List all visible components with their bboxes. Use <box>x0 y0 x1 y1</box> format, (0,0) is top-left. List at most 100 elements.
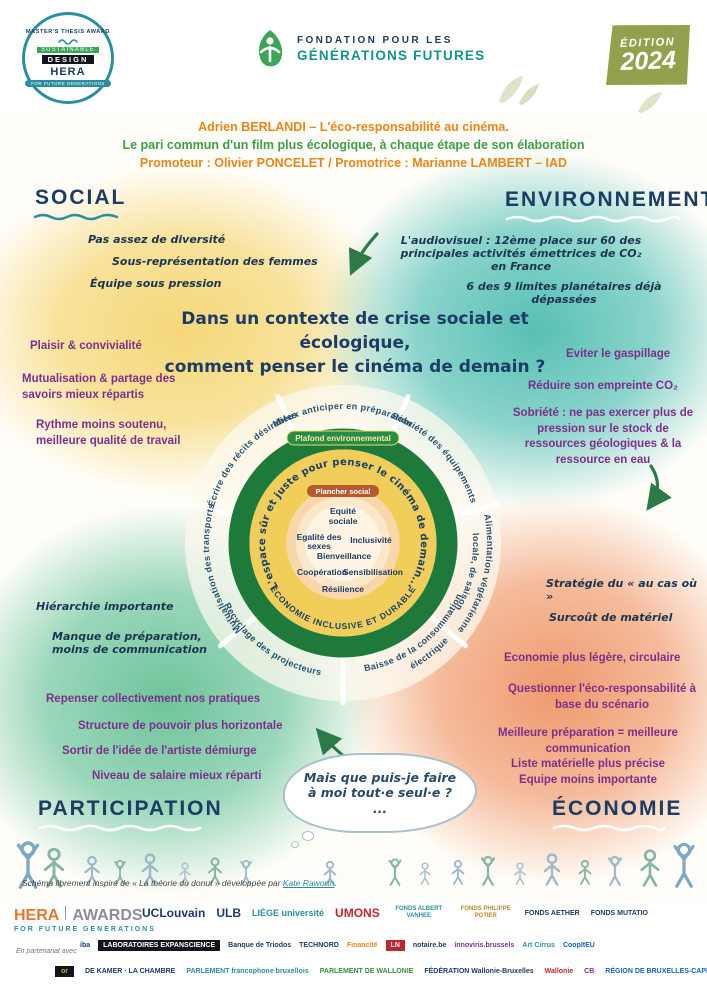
caption-text: Schéma librement inspiré de « La théorie… <box>22 878 283 888</box>
core-equite: Equité <box>330 506 356 516</box>
safe-space-ring <box>249 449 437 637</box>
badge-design-label: DESIGN <box>41 55 95 64</box>
partner-logo: FONDS MUTATIO <box>590 909 648 917</box>
economie-problem: Surcoût de matériel <box>549 611 673 624</box>
environnement-underline <box>505 215 681 223</box>
idea-text: Structure de pouvoir plus horizontale <box>78 720 283 732</box>
idea-text: Sortir de l'idée de l'artiste démiurge <box>62 745 257 757</box>
hera-award-badge: MASTER'S THESIS AWARD SUSTAINABLE DESIGN… <box>22 12 114 104</box>
social-title: SOCIAL <box>35 186 127 209</box>
social-idea: Rythme moins soutenu, meilleure qualité … <box>36 418 198 449</box>
idea-bold: Sobriété <box>512 407 559 419</box>
partner-logo: ULB <box>216 906 242 920</box>
question-line2: comment penser le cinéma de demain ? <box>164 356 546 377</box>
social-idea: Plaisir & convivialité <box>30 339 142 355</box>
foundation-line1: FONDATION POUR LES <box>297 35 453 46</box>
core-inclusivite: Inclusivité <box>350 535 392 545</box>
partner-logo: Banque de Triodos <box>228 942 292 949</box>
wave-icon <box>58 39 78 45</box>
partner-logo: FONDS AETHER <box>524 909 580 917</box>
foundation-logo: FONDATION POUR LES GÉNÉRATIONS FUTURES <box>253 28 485 70</box>
economie-idea: Meilleure préparation = meilleure commun… <box>484 726 692 757</box>
partner-logo: UCLouvain <box>142 906 206 920</box>
partner-logo: DE KAMER · LA CHAMBRE <box>85 968 176 975</box>
environnement-idea: Eviter le gaspillage <box>566 347 670 363</box>
idea-bold: Meilleure préparation <box>498 727 615 739</box>
partner-logo: or <box>55 966 74 977</box>
hera-logo-name: HERA <box>14 907 60 924</box>
partner-logos-row1: UCLouvain ULB LIÈGE université UMONS FON… <box>142 906 648 920</box>
badge-arc-top-label: MASTER'S THESIS AWARD <box>26 29 110 35</box>
partner-logo: RÉGION DE BRUXELLES-CAPITALE <box>605 968 707 975</box>
caption-end: . <box>334 878 337 888</box>
idea-text: Réduire son empreinte CO₂ <box>528 380 679 392</box>
svg-text:Plancher social: Plancher social <box>315 487 370 496</box>
environnement-idea: Sobriété : ne pas exercer plus de pressi… <box>512 406 694 468</box>
partner-logo: LIÈGE université <box>252 908 325 918</box>
environnement-idea: Réduire son empreinte CO₂ <box>528 379 678 395</box>
idea-text: = meilleure communication <box>545 727 678 755</box>
foundation-figure-icon <box>258 30 283 67</box>
core-values: Equité sociale Egalité des sexes Inclusi… <box>297 506 403 594</box>
header <box>0 0 707 113</box>
idea-text: nos pratiques <box>181 693 261 705</box>
partner-logo: UMONS <box>335 906 380 920</box>
badge-hera-label: HERA <box>50 66 86 78</box>
social-problem: Sous-représentation des femmes <box>112 255 318 268</box>
idea-bold: Mutualisation <box>22 373 97 385</box>
economie-underline <box>552 824 666 832</box>
environnement-title: ENVIRONNEMENT <box>505 188 707 211</box>
economie-problem: Stratégie du « au cas où » <box>546 577 697 603</box>
social-floor-badge: Plancher social <box>307 485 379 497</box>
environnement-problem: L'audiovisuel : 12ème place sur 60 des p… <box>400 234 642 273</box>
social-idea: Mutualisation & partage des savoirs mieu… <box>22 372 194 403</box>
partner-logos-row3: or DE KAMER · LA CHAMBRE PARLEMENT franc… <box>55 966 707 977</box>
core-bienveillance: Bienveillance <box>317 551 372 561</box>
bubble-line1: Mais que puis-je faire <box>303 769 457 785</box>
idea-text: Rythme moins soutenu, meilleure qualité … <box>36 419 181 447</box>
partner-logo: CoopItEU <box>562 942 595 949</box>
hera-logo-subtitle: FOR FUTURE GENERATIONS <box>14 926 156 933</box>
economie-idea-block: Meilleure préparation = meilleure commun… <box>484 726 692 788</box>
idea-text: Economie plus légère, circulaire <box>504 652 681 664</box>
partner-logo: CB <box>584 968 595 975</box>
intro-line-1: Adrien BERLANDI – L'éco-responsabilité a… <box>198 120 509 134</box>
svg-text:Plafond environnemental: Plafond environnemental <box>295 434 391 443</box>
economie-idea: Questionner l'éco-responsabilité à base … <box>506 682 698 713</box>
intro-line-3: Promoteur : Olivier PONCELET / Promotric… <box>139 156 568 170</box>
partner-logo: PARLEMENT francophone bruxellois <box>186 968 309 975</box>
partner-logo: Wallonie <box>544 968 574 975</box>
hera-logo-awards: AWARDS <box>72 907 143 924</box>
idea-text: Eviter le gaspillage <box>566 348 671 360</box>
partner-logo: Financité <box>346 942 378 949</box>
participation-idea: Repenser collectivement nos pratiques <box>46 692 260 708</box>
participation-underline <box>38 824 202 832</box>
participation-problem: Manque de préparation, moins de communic… <box>52 630 207 656</box>
idea-text: Plaisir & convivialité <box>30 340 142 352</box>
participation-problem: Hiérarchie importante <box>36 600 174 613</box>
core-circle-center <box>305 505 381 581</box>
partner-logo: FONDS PHILIPPE POTIER <box>460 906 511 919</box>
kate-raworth-link[interactable]: Kate Raworth <box>282 878 335 888</box>
core-resilience: Résilience <box>322 584 364 594</box>
question-line1: Dans un contexte de crise sociale et éco… <box>181 309 529 353</box>
badge-sustainable-label: SUSTAINABLE <box>36 47 100 53</box>
social-problem: Pas assez de diversité <box>88 233 226 246</box>
core-sociale: sociale <box>329 516 358 526</box>
idea-text: : ne pas exercer plus de pression sur le… <box>524 407 694 466</box>
partner-logo: notaire.be <box>412 942 447 949</box>
bubble-tail-dot <box>302 831 314 841</box>
intro-line-2: Le pari commun d'un film plus écologique… <box>122 138 585 152</box>
source-caption: Schéma librement inspiré de « La théorie… <box>22 878 337 888</box>
partner-logos-row2: iba LABORATOIRES EXPANSCIENCE Banque de … <box>80 940 595 951</box>
idea-text: & partage des savoirs mieux répartis <box>22 373 176 401</box>
economie-idea: Economie plus légère, circulaire <box>504 651 680 667</box>
hera-logo-divider <box>65 906 67 920</box>
idea-bold: collectivement <box>101 693 182 705</box>
core-sensibilisation: Sensibilisation <box>343 567 403 577</box>
speech-bubble: Mais que puis-je faire à moi tout·e seul… <box>283 753 477 833</box>
donut-diagram: Mieux anticiper en préparation Sobriété … <box>185 385 505 706</box>
core-egalite: Egalité des <box>297 532 342 542</box>
partner-note: En partenariat avec <box>16 948 77 955</box>
partner-logo: LABORATOIRES EXPANSCIENCE <box>98 940 221 951</box>
